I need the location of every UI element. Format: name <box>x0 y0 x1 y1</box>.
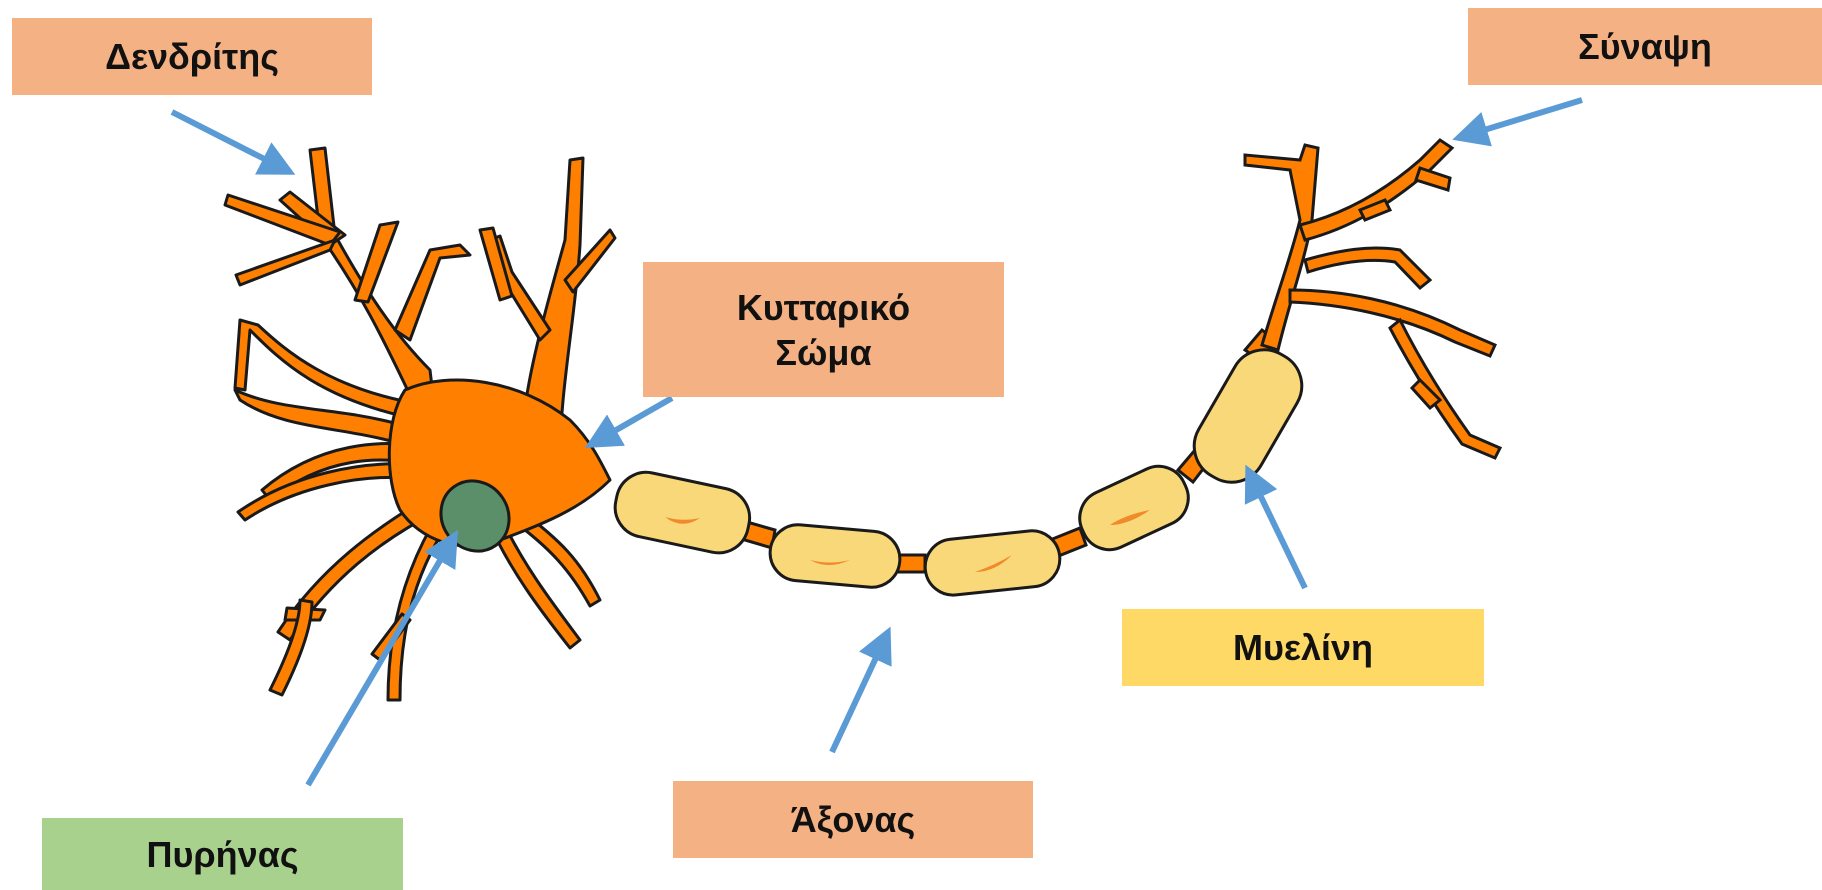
label-dendrite: Δενδρίτης <box>12 18 372 95</box>
label-cell-body: Κυτταρικό Σώμα <box>643 262 1004 397</box>
arrow-soma <box>590 398 672 445</box>
arrow-synapse <box>1458 100 1582 138</box>
label-synapse: Σύναψη <box>1468 8 1822 85</box>
label-myelin-text: Μυελίνη <box>1233 625 1373 670</box>
label-axon: Άξονας <box>673 781 1033 858</box>
arrow-dendrite <box>172 112 290 172</box>
label-myelin: Μυελίνη <box>1122 609 1484 686</box>
label-axon-text: Άξονας <box>791 797 915 842</box>
dendrites <box>225 148 615 700</box>
label-cell-body-line1: Κυτταρικό <box>737 285 910 330</box>
label-synapse-text: Σύναψη <box>1578 24 1712 69</box>
arrow-myelin <box>1248 470 1305 588</box>
label-nucleus: Πυρήνας <box>42 818 403 890</box>
label-dendrite-text: Δενδρίτης <box>105 34 279 79</box>
arrow-axon <box>832 632 888 752</box>
label-cell-body-line2: Σώμα <box>775 330 871 375</box>
label-nucleus-text: Πυρήνας <box>146 832 298 877</box>
